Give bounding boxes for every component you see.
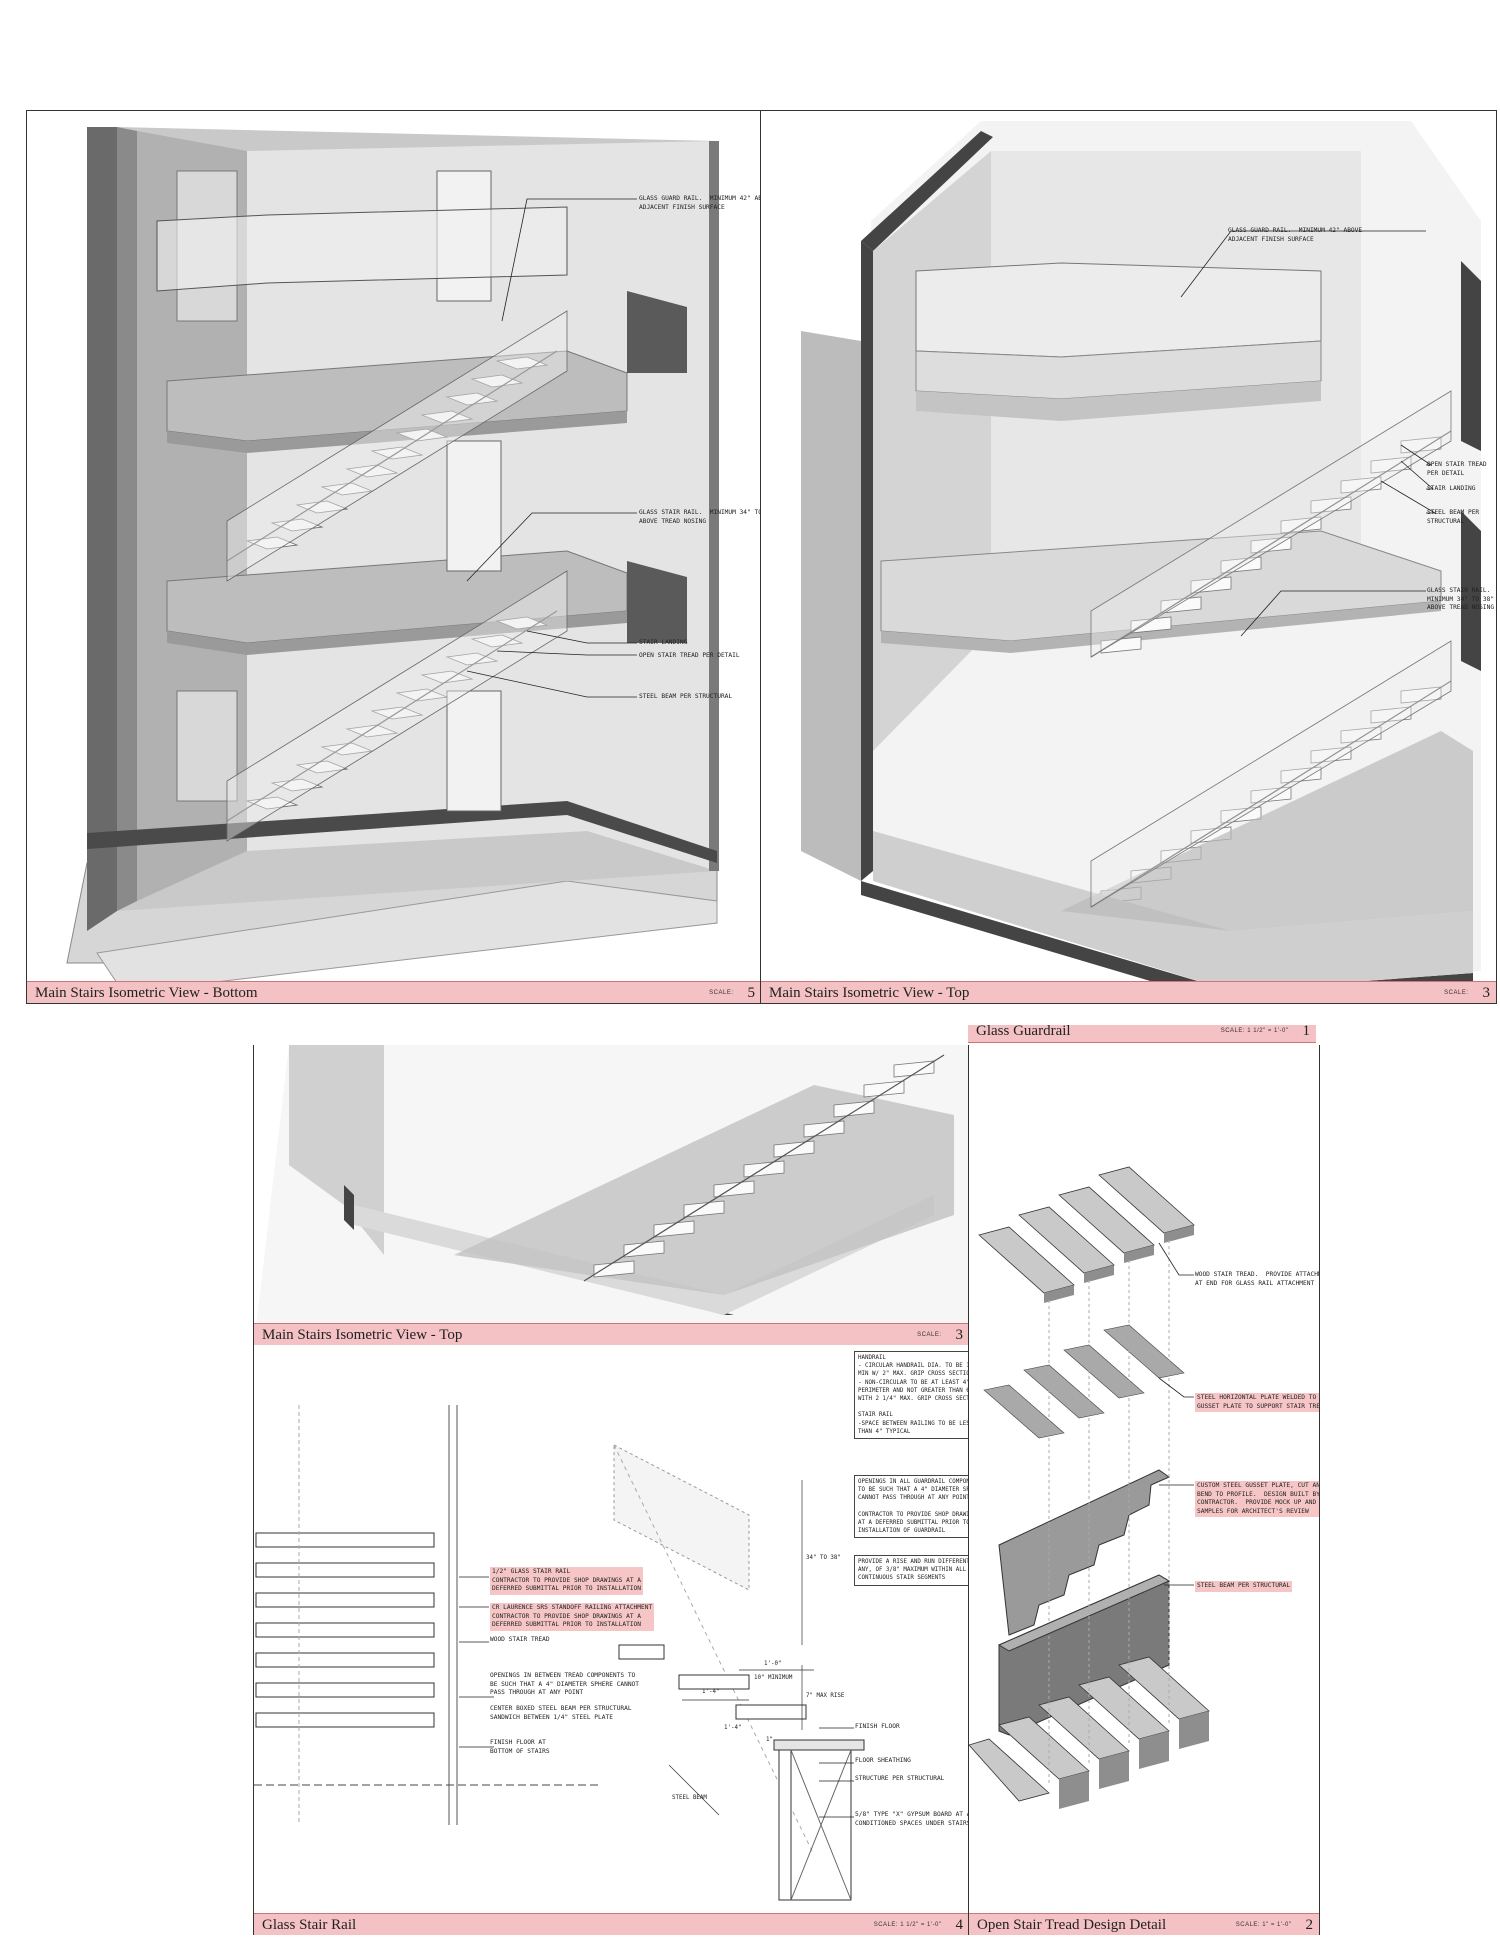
note-rail-openings: OPENINGS IN BETWEEN TREAD COMPONENTS TO … [490, 1672, 640, 1697]
note-box-handrail: HANDRAIL - CIRCULAR HANDRAIL DIA. TO BE … [854, 1351, 969, 1440]
title-bar-isometric-bottom: Main Stairs Isometric View - Bottom SCAL… [27, 981, 761, 1003]
number-glass-guardrail: 1 [1302, 1025, 1311, 1039]
note-bottom-beam: STEEL BEAM PER STRUCTURAL [639, 693, 733, 700]
note-bottom-guard-rail: GLASS GUARD RAIL. MINIMUM 42" ABOVE ADJA… [639, 195, 762, 211]
scale-tread-detail: SCALE: 1" = 1'-0" [1235, 1922, 1292, 1928]
note-tread-gusset: CUSTOM STEEL GUSSET PLATE, CUT AND BEND … [1195, 1481, 1319, 1518]
note-rail-standoff: CR LAURENCE SRS STANDOFF RAILING ATTACHM… [490, 1603, 655, 1631]
note-rail-finish-floor-bottom: FINISH FLOOR AT BOTTOM OF STAIRS [490, 1739, 550, 1755]
isometric-bottom-drawing [66, 127, 719, 984]
note-top-guard-rail: GLASS GUARD RAIL. MINIMUM 42" ABOVE ADJA… [1228, 227, 1363, 243]
scale-isometric-bottom: SCALE: [709, 990, 734, 996]
note-top-landing: STAIR LANDING [1427, 485, 1476, 492]
note-box-openings: OPENINGS IN ALL GUARDRAIL COMPONENTS TO … [854, 1475, 969, 1539]
dim-rail-7: STEEL BEAM [672, 1795, 707, 1801]
scale-glass-guardrail: SCALE: 1 1/2" = 1'-0" [1220, 1028, 1289, 1034]
dim-rail-1: 1'-0" [764, 1661, 782, 1667]
note-rail-glass: 1/2" GLASS STAIR RAIL CONTRACTOR TO PROV… [490, 1567, 644, 1595]
panel-tread-detail: WOOD STAIR TREAD. PROVIDE ATTACHMENT AT … [968, 1045, 1320, 1935]
note-tread-beam: STEEL BEAM PER STRUCTURAL [1195, 1581, 1293, 1592]
isometric-top-drawing [801, 121, 1481, 1003]
note-rail-center-beam: CENTER BOXED STEEL BEAM PER STRUCTURAL S… [490, 1705, 632, 1721]
scale-isometric-top-repeat: SCALE: [917, 1332, 942, 1338]
note-tread-plate: STEEL HORIZONTAL PLATE WELDED TO GUSSET … [1195, 1393, 1319, 1413]
scale-isometric-top: SCALE: [1444, 990, 1469, 996]
note-bottom-landing: STAIR LANDING [639, 639, 688, 646]
title-glass-stair-rail: Glass Stair Rail [262, 1916, 357, 1933]
title-isometric-top: Main Stairs Isometric View - Top [769, 984, 970, 1001]
title-bar-isometric-top-repeat: Main Stairs Isometric View - Top SCALE: … [254, 1323, 969, 1345]
note-box-rise: PROVIDE A RISE AND RUN DIFFERENTIAL, IF … [854, 1555, 969, 1586]
dim-rail-3: 1'-4" [702, 1689, 720, 1695]
title-bar-isometric-top: Main Stairs Isometric View - Top SCALE: … [761, 981, 1496, 1003]
dim-rail-6: 7" MAX RISE [806, 1693, 845, 1699]
title-isometric-bottom: Main Stairs Isometric View - Bottom [35, 984, 258, 1001]
note-rail-wood-tread: WOOD STAIR TREAD [490, 1636, 550, 1643]
panel-isometric-bottom: GLASS GUARD RAIL. MINIMUM 42" ABOVE ADJA… [26, 110, 762, 1004]
dim-rail-8: 1" [766, 1737, 773, 1743]
panel-isometric-top-repeat: Main Stairs Isometric View - Top SCALE: … [253, 1045, 970, 1345]
note-tread-wood: WOOD STAIR TREAD. PROVIDE ATTACHMENT AT … [1195, 1271, 1319, 1287]
note-top-tread: OPEN STAIR TREAD PER DETAIL [1427, 461, 1487, 477]
number-glass-stair-rail: 4 [955, 1916, 964, 1933]
glass-stair-rail-drawing [254, 1405, 865, 1901]
note-top-stair-rail: GLASS STAIR RAIL. MINIMUM 34" TO 38" ABO… [1427, 587, 1495, 612]
note-rail-sheathing: FLOOR SHEATHING [855, 1757, 911, 1764]
dim-rail-4: 1'-4" [724, 1725, 742, 1731]
title-bar-glass-stair-rail: Glass Stair Rail SCALE: 1 1/2" = 1'-0" 4 [254, 1913, 969, 1935]
note-bottom-tread: OPEN STAIR TREAD PER DETAIL [639, 652, 740, 659]
number-isometric-top-repeat: 3 [955, 1326, 964, 1343]
dim-rail-2: 10" MINIMUM [754, 1675, 793, 1681]
number-tread-detail: 2 [1305, 1916, 1314, 1933]
note-rail-structure: STRUCTURE PER STRUCTURAL [855, 1775, 945, 1782]
title-bar-glass-guardrail: Glass Guardrail SCALE: 1 1/2" = 1'-0" 1 [968, 1025, 1316, 1043]
dim-rail-5: 34" TO 38" [806, 1555, 841, 1561]
panel-glass-stair-rail: 1/2" GLASS STAIR RAIL CONTRACTOR TO PROV… [253, 1345, 970, 1935]
title-bar-tread-detail: Open Stair Tread Design Detail SCALE: 1"… [969, 1913, 1319, 1935]
panel-isometric-top: GLASS GUARD RAIL. MINIMUM 42" ABOVE ADJA… [760, 110, 1497, 1004]
scale-glass-stair-rail: SCALE: 1 1/2" = 1'-0" [873, 1922, 942, 1928]
panel-glass-guardrail: Glass Guardrail SCALE: 1 1/2" = 1'-0" 1 [968, 1025, 1318, 1045]
title-glass-guardrail: Glass Guardrail [976, 1025, 1071, 1039]
number-isometric-top: 3 [1482, 984, 1491, 1001]
note-rail-gypsum: 5/8" TYPE "X" GYPSUM BOARD AT ALL CONDIT… [855, 1811, 970, 1827]
isometric-top-repeat-drawing [254, 1045, 969, 1345]
title-tread-detail: Open Stair Tread Design Detail [977, 1916, 1167, 1933]
number-isometric-bottom: 5 [747, 984, 756, 1001]
title-isometric-top-repeat: Main Stairs Isometric View - Top [262, 1326, 463, 1343]
note-top-beam: STEEL BEAM PER STRUCTURAL [1427, 509, 1480, 525]
note-rail-finish-floor: FINISH FLOOR [855, 1723, 900, 1730]
tread-detail-drawing [969, 1166, 1210, 1809]
note-bottom-stair-rail: GLASS STAIR RAIL. MINIMUM 34" TO 38" ABO… [639, 509, 762, 525]
